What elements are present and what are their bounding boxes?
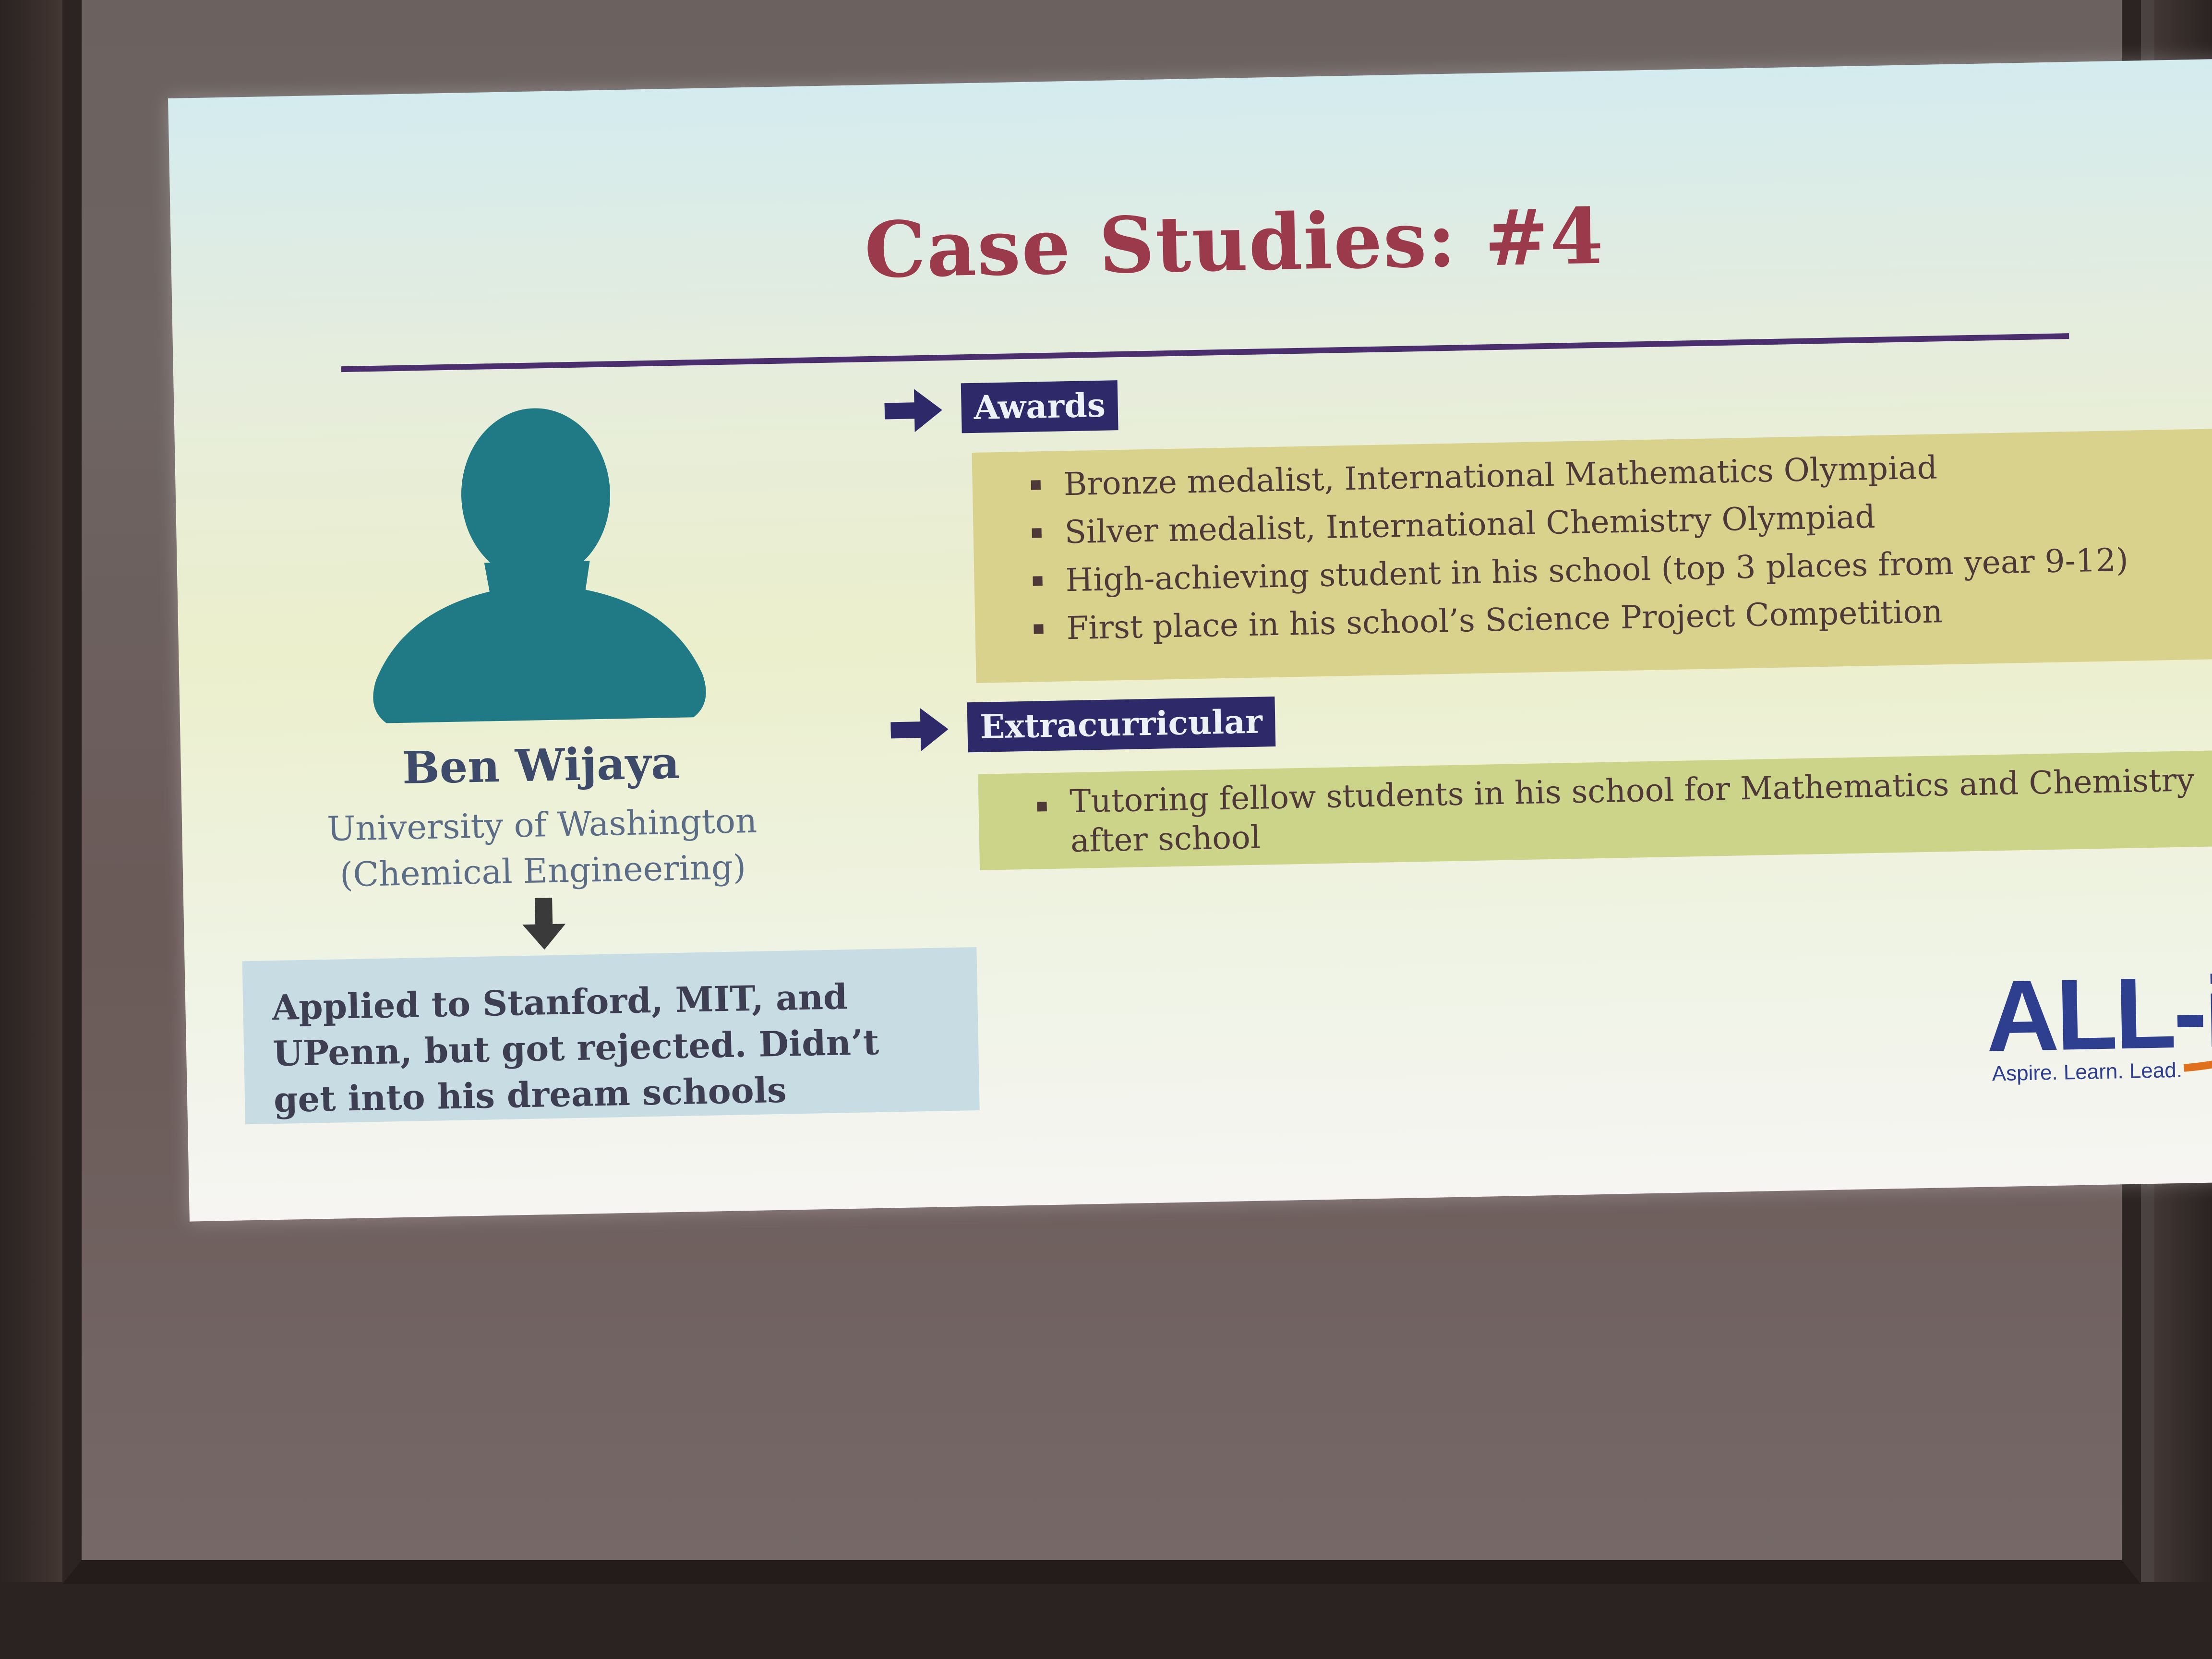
presentation-slide: Case Studies: #4 Ben Wijaya University o… xyxy=(168,57,2212,1222)
bullet-icon xyxy=(1033,576,1043,586)
title-divider xyxy=(341,333,2069,373)
all-in-logo: ALL-in Aspire. Learn. Lead. xyxy=(1985,954,2212,1091)
projection-screen: Case Studies: #4 Ben Wijaya University o… xyxy=(62,0,2212,1584)
outcome-note: Applied to Stanford, MIT, and UPenn, but… xyxy=(242,947,980,1125)
university-text: University of Washington (Chemical Engin… xyxy=(268,796,817,899)
bullet-icon xyxy=(1032,528,1042,538)
extracurricular-label: Extracurricular xyxy=(967,696,1275,753)
arrow-right-icon xyxy=(884,389,942,433)
bullet-icon xyxy=(1034,624,1044,634)
arrow-down-icon xyxy=(522,897,566,950)
university-major: (Chemical Engineering) xyxy=(339,847,746,895)
extracurricular-panel: Tutoring fellow students in his school f… xyxy=(978,750,2212,870)
logo-swoosh-icon xyxy=(2183,1018,2212,1072)
person-silhouette-icon xyxy=(373,408,706,723)
awards-list: Bronze medalist, International Mathemati… xyxy=(1025,438,2212,653)
awards-panel: Bronze medalist, International Mathemati… xyxy=(972,428,2212,683)
awards-label: Awards xyxy=(961,380,1118,433)
person-name: Ben Wijaya xyxy=(401,736,680,794)
arrow-right-icon xyxy=(890,708,949,752)
bullet-icon xyxy=(1037,802,1047,812)
list-item: Tutoring fellow students in his school f… xyxy=(1031,760,2212,862)
extracurricular-list: Tutoring fellow students in his school f… xyxy=(1031,760,2212,862)
logo-tagline: Aspire. Learn. Lead. xyxy=(1992,1058,2183,1086)
slide-title: Case Studies: #4 xyxy=(864,191,1605,296)
bullet-icon xyxy=(1031,480,1041,490)
room-floor xyxy=(0,1582,2212,1659)
